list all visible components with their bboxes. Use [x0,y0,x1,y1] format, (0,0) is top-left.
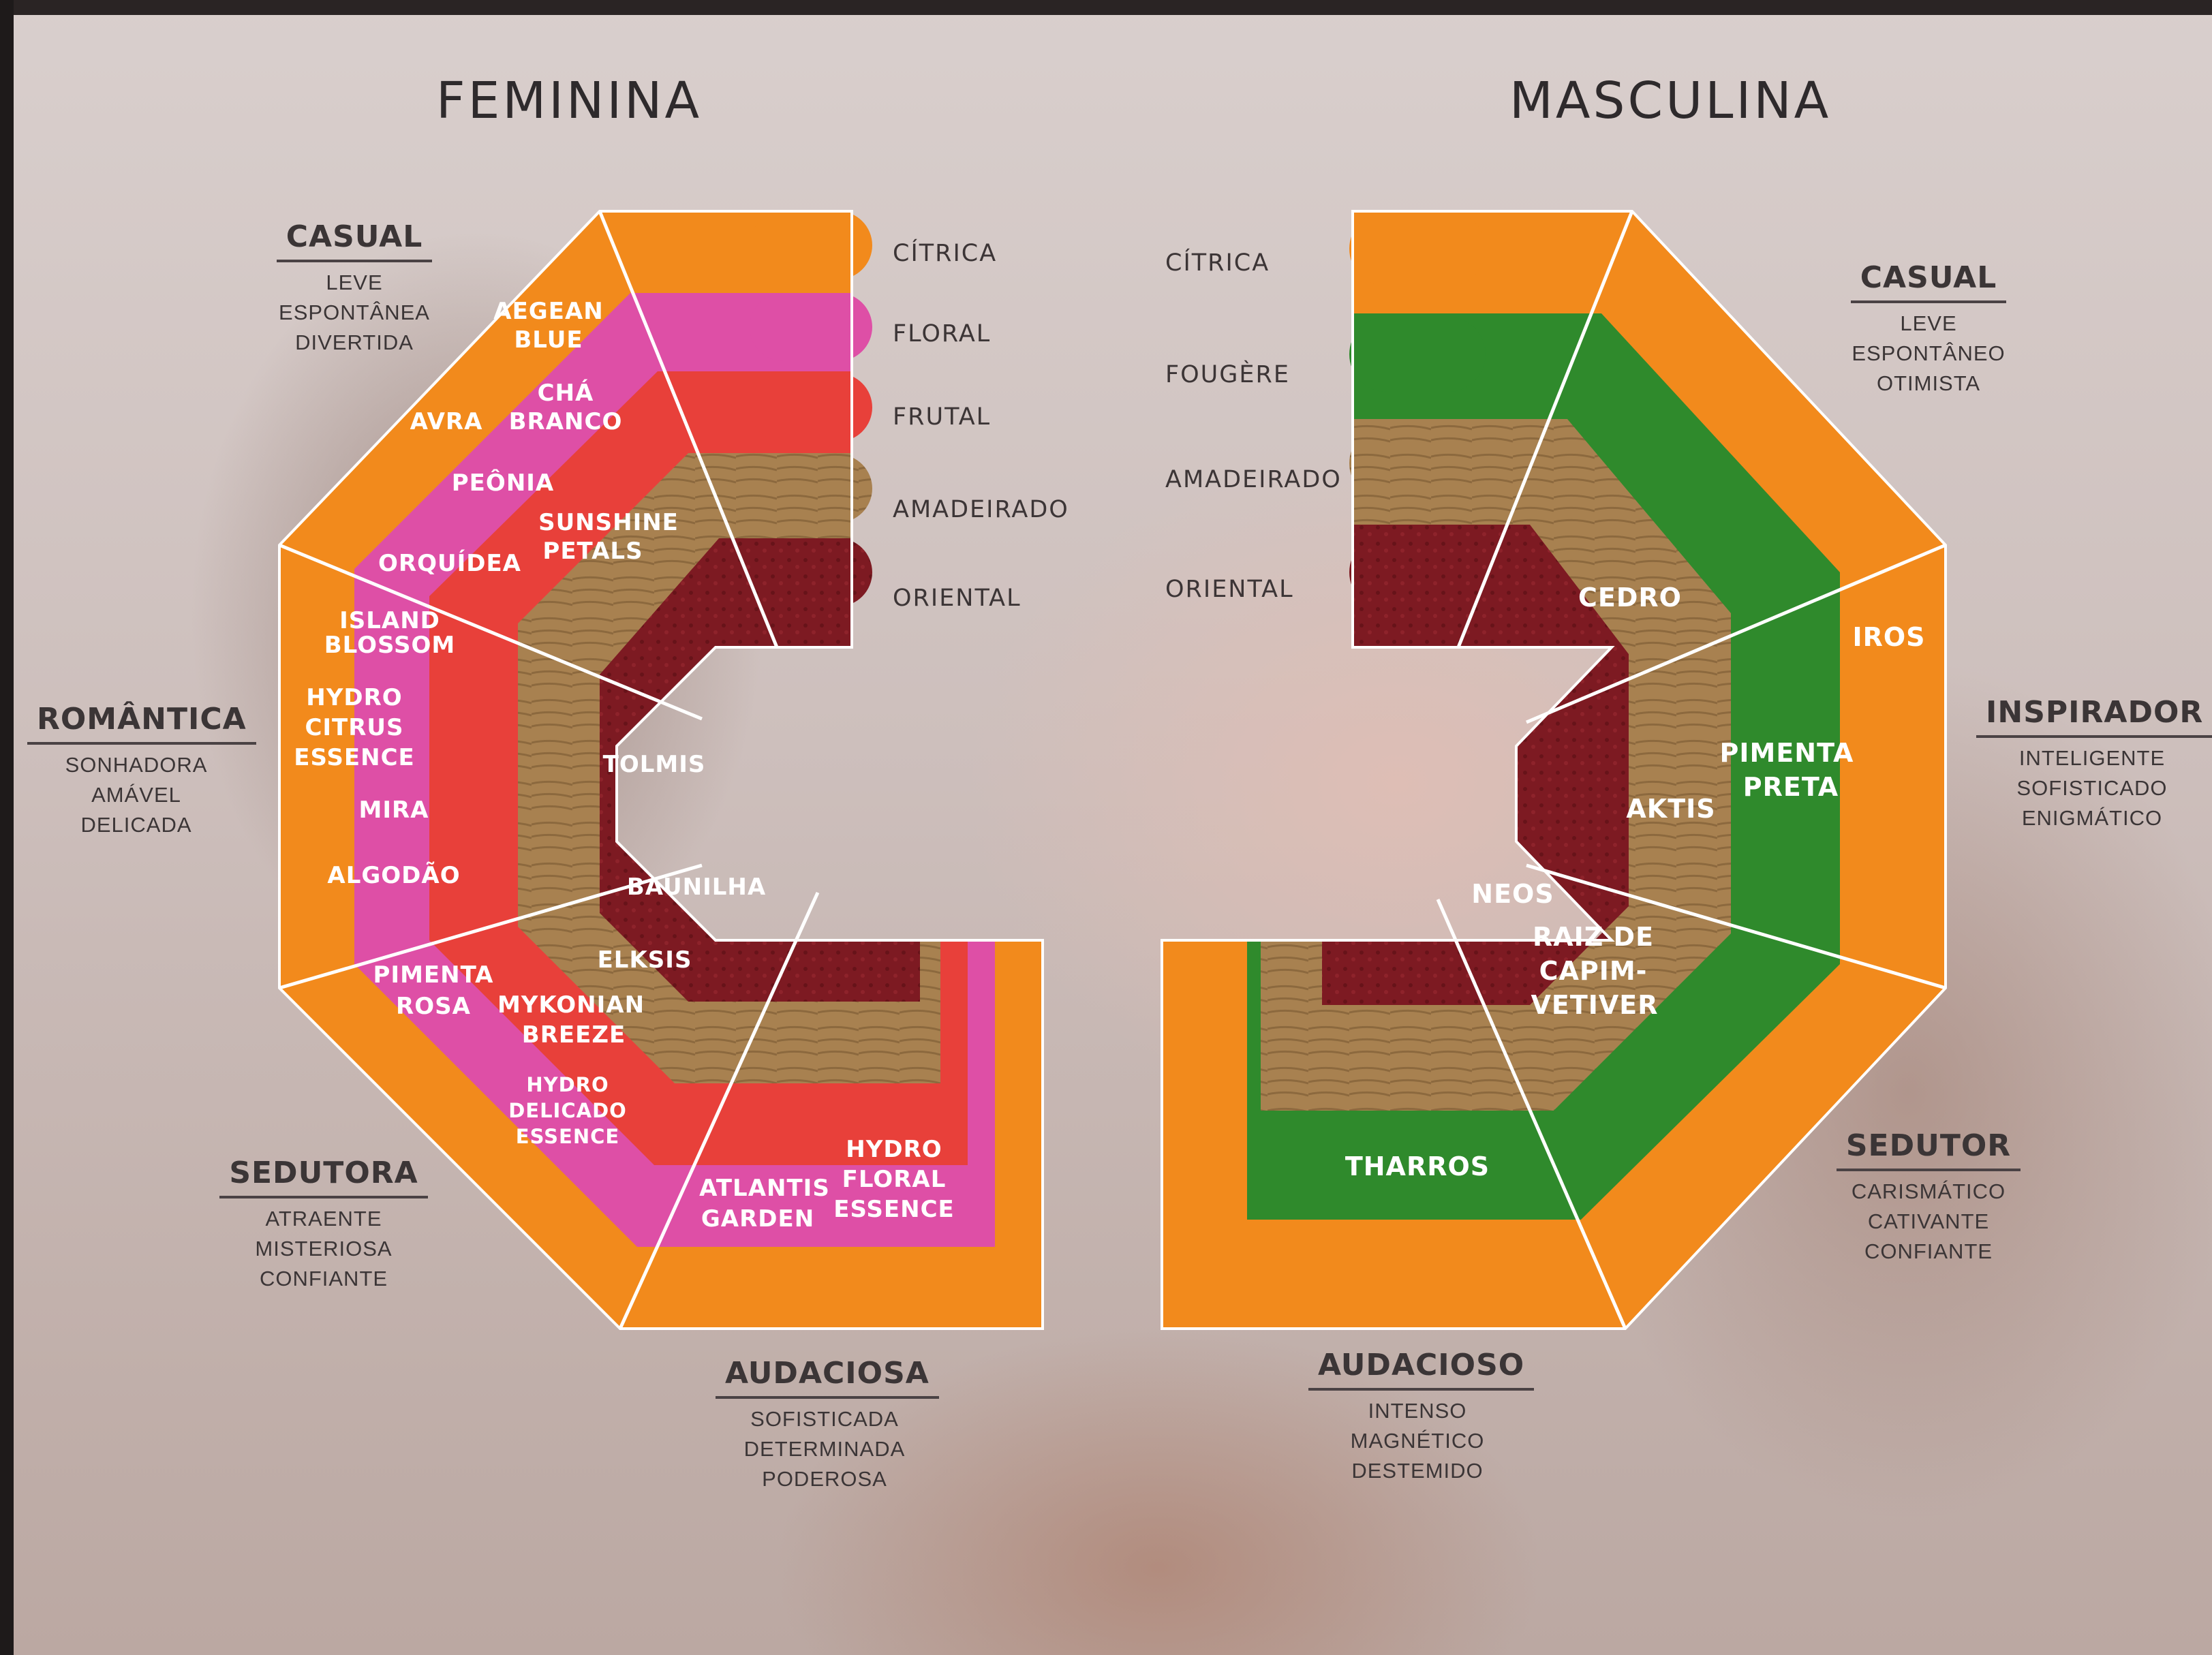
product-avra: AVRA [410,408,483,435]
product-algodao: ALGODÃO [327,861,460,889]
masc-family-citrica: CÍTRICA [1165,249,1270,277]
fem-style-casual: CASUAL LEVE ESPONTÂNEA DIVERTIDA [252,219,457,358]
fem-style-sedutora-desc: ATRAENTE MISTERIOSA CONFIANTE [218,1204,429,1294]
product-peonia: PEÔNIA [452,469,554,497]
fem-style-casual-head: CASUAL [277,219,433,262]
fem-tab-oriental [750,538,872,606]
masc-style-casual: CASUAL LEVE ESPONTÂNEO OTIMISTA [1826,260,2031,399]
product-tharros: THARROS [1345,1151,1490,1181]
fem-tab-citrus [750,211,872,279]
masc-tab-woody [1349,426,1486,501]
fem-family-oriental: ORIENTAL [893,585,1021,612]
fem-style-romantica: ROMÂNTICA SONHADORA AMÁVEL DELICADA [27,702,245,840]
masc-style-audacioso-desc: INTENSO MAGNÉTICO DESTEMIDO [1308,1396,1526,1486]
fem-style-sedutora-head: SEDUTORA [219,1156,427,1198]
product-iros: IROS [1852,622,1925,652]
fem-style-audaciosa-desc: SOFISTICADA DETERMINADA PODEROSA [716,1404,934,1494]
fem-family-citrica: CÍTRICA [893,240,997,267]
masc-style-inspirador-desc: INTELIGENTE SOFISTICADO ENIGMÁTICO [1976,743,2208,833]
masc-style-inspirador: INSPIRADOR INTELIGENTE SOFISTICADO ENIGM… [1976,695,2208,833]
masc-tab-fougere [1349,317,1486,392]
product-aktis: AKTIS [1626,794,1715,824]
fem-family-floral: FLORAL [893,320,991,347]
masc-style-sedutor-head: SEDUTOR [1837,1128,2021,1171]
fem-style-audaciosa: AUDACIOSA SOFISTICADA DETERMINADA PODERO… [716,1356,934,1494]
masc-family-amadeirado: AMADEIRADO [1165,466,1342,493]
product-tolmis: TOLMIS [603,751,706,778]
fem-style-romantica-head: ROMÂNTICA [27,702,256,745]
product-mira: MIRA [359,796,429,824]
masc-family-oriental: ORIENTAL [1165,576,1294,603]
product-elksis: ELKSIS [598,946,692,974]
masc-style-inspirador-head: INSPIRADOR [1976,695,2212,738]
masc-style-casual-head: CASUAL [1851,260,2007,303]
fem-style-romantica-desc: SONHADORA AMÁVEL DELICADA [27,750,245,840]
product-neos: NEOS [1471,879,1554,909]
masc-style-audacioso: AUDACIOSO INTENSO MAGNÉTICO DESTEMIDO [1308,1348,1526,1486]
masc-style-audacioso-head: AUDACIOSO [1308,1348,1534,1391]
fem-family-amadeirado: AMADEIRADO [893,496,1069,523]
fem-tab-woody [750,454,872,523]
masc-style-sedutor-desc: CARISMÁTICO CATIVANTE CONFIANTE [1826,1177,2031,1267]
fem-style-casual-desc: LEVE ESPONTÂNEA DIVERTIDA [252,268,457,358]
masc-family-fougere: FOUGÈRE [1165,361,1290,388]
fem-tab-floral [750,293,872,361]
product-cedro: CEDRO [1578,583,1682,613]
fem-style-sedutora: SEDUTORA ATRAENTE MISTERIOSA CONFIANTE [218,1156,429,1294]
masc-tab-citrus [1349,211,1486,286]
masc-tab-oriental [1349,535,1486,610]
product-orquidea: ORQUÍDEA [378,549,521,577]
product-baunilha: BAUNILHA [627,873,766,901]
fem-tab-fruity [750,373,872,442]
fem-family-frutal: FRUTAL [893,403,991,431]
masc-style-sedutor: SEDUTOR CARISMÁTICO CATIVANTE CONFIANTE [1826,1128,2031,1267]
masc-style-casual-desc: LEVE ESPONTÂNEO OTIMISTA [1826,309,2031,399]
fem-style-audaciosa-head: AUDACIOSA [716,1356,939,1399]
